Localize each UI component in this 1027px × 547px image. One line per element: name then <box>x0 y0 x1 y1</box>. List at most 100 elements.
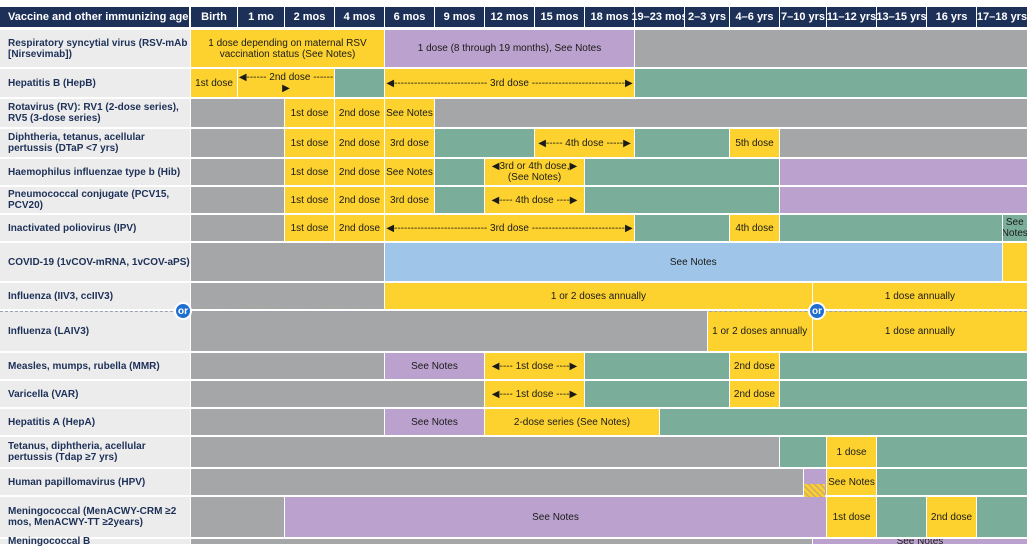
vaccine-name: Haemophilus influenzae type b (Hib) <box>0 159 190 185</box>
schedule-segment-green <box>435 129 534 157</box>
schedule-segment-green <box>585 353 729 379</box>
influenza-separator <box>0 311 1027 312</box>
vaccine-name: COVID-19 (1vCOV-mRNA, 1vCOV-aPS) <box>0 243 190 281</box>
schedule-segment-green <box>585 187 779 213</box>
schedule-segment-yellow: 1st dose <box>285 159 334 185</box>
vaccine-name: Diphtheria, tetanus, acellular pertussis… <box>0 129 190 157</box>
schedule-segment-green <box>635 69 1027 97</box>
header-age-16: 16 yrs <box>927 7 976 27</box>
schedule-segment-gray <box>435 99 1027 127</box>
schedule-segment-yellow: 1st dose <box>285 99 334 127</box>
schedule-segment-gray <box>191 469 803 495</box>
header-age-13: 7–10 yrs <box>780 7 826 27</box>
schedule-segment-purple <box>780 187 1027 213</box>
schedule-segment-yellow: ◀---- 1st dose ----▶ <box>485 381 584 407</box>
or-badge: or <box>808 302 826 320</box>
schedule-segment-yellow: 4th dose <box>730 215 779 241</box>
header-age-14: 11–12 yrs <box>827 7 876 27</box>
schedule-segment-gray <box>191 215 284 241</box>
schedule-segment-green <box>435 187 484 213</box>
schedule-segment-yellow: 2nd dose <box>335 215 384 241</box>
schedule-segment-gray <box>191 311 707 351</box>
schedule-segment-yellow: ◀---------------------------- 3rd dose -… <box>385 69 634 97</box>
schedule-segment-yellow: 3rd dose <box>385 129 434 157</box>
header-age-12: 4–6 yrs <box>730 7 779 27</box>
schedule-segment-green <box>977 497 1027 537</box>
schedule-segment-yellow: 1st dose <box>191 69 237 97</box>
schedule-segment-yellow: 1st dose <box>285 187 334 213</box>
schedule-segment-yellow: ◀3rd or 4th dose,▶ (See Notes) <box>485 159 584 185</box>
schedule-segment-yellow: 2nd dose <box>335 187 384 213</box>
schedule-segment-purple: See Notes <box>285 497 826 537</box>
schedule-segment-gray <box>191 539 812 544</box>
schedule-segment-yellow: See Notes <box>385 159 434 185</box>
schedule-segment-yellow <box>1003 243 1027 281</box>
schedule-segment-green: See Notes <box>1003 215 1027 241</box>
vaccine-name: Hepatitis A (HepA) <box>0 409 190 435</box>
schedule-segment-green <box>780 437 826 467</box>
header-age-7: 12 mos <box>485 7 534 27</box>
schedule-segment-yellow: 1 dose <box>827 437 876 467</box>
schedule-segment-yellow: 2nd dose <box>335 159 384 185</box>
header-age-8: 15 mos <box>535 7 584 27</box>
schedule-segment-blue: See Notes <box>385 243 1002 281</box>
schedule-segment-gray <box>191 129 284 157</box>
schedule-segment-green <box>877 437 1027 467</box>
schedule-segment-yellow: ◀---- 4th dose ----▶ <box>485 187 584 213</box>
vaccine-name: Hepatitis B (HepB) <box>0 69 190 97</box>
vaccine-name: Pneumococcal conjugate (PCV15, PCV20) <box>0 187 190 213</box>
schedule-segment-gray <box>191 243 384 281</box>
schedule-segment-green <box>877 497 926 537</box>
schedule-segment-gray <box>191 437 779 467</box>
header-age-2: 1 mo <box>238 7 284 27</box>
vaccine-name: Meningococcal B <box>0 539 190 544</box>
schedule-segment-gray <box>191 409 384 435</box>
schedule-segment-green <box>335 69 384 97</box>
hpv-checker-icon <box>804 484 825 497</box>
header-age-15: 13–15 yrs <box>877 7 926 27</box>
schedule-segment-gray <box>191 159 284 185</box>
schedule-segment-gray <box>635 30 1027 67</box>
schedule-segment-yellow: 1 dose depending on maternal RSV vaccina… <box>191 30 384 67</box>
schedule-segment-gray <box>191 99 284 127</box>
header-age-5: 6 mos <box>385 7 434 27</box>
schedule-segment-yellow: 1 or 2 doses annually <box>708 311 812 351</box>
schedule-segment-yellow: 2nd dose <box>335 99 384 127</box>
header-age-6: 9 mos <box>435 7 484 27</box>
schedule-segment-yellow: 2nd dose <box>730 353 779 379</box>
schedule-segment-gray <box>780 129 1027 157</box>
schedule-segment-green <box>780 353 1027 379</box>
schedule-segment-yellow: ◀----- 4th dose -----▶ <box>535 129 634 157</box>
schedule-segment-purple <box>780 159 1027 185</box>
schedule-segment-yellow: 2nd dose <box>927 497 976 537</box>
schedule-segment-green <box>780 215 1002 241</box>
schedule-segment-gray <box>191 283 384 309</box>
schedule-segment-green <box>660 409 1027 435</box>
vaccine-name: Varicella (VAR) <box>0 381 190 407</box>
schedule-segment-green <box>435 159 484 185</box>
header-age-9: 18 mos <box>585 7 634 27</box>
schedule-segment-green <box>635 129 729 157</box>
header-age-17: 17–18 yrs <box>977 7 1027 27</box>
schedule-segment-green <box>635 215 729 241</box>
schedule-segment-green <box>877 469 1027 495</box>
schedule-segment-purple: See Notes <box>813 539 1027 544</box>
schedule-segment-yellow: 1 dose annually <box>813 283 1027 309</box>
schedule-segment-yellow: 2nd dose <box>730 381 779 407</box>
schedule-segment-purple: See Notes <box>385 409 484 435</box>
schedule-segment-gray <box>191 381 484 407</box>
schedule-segment-yellow: 3rd dose <box>385 187 434 213</box>
schedule-segment-yellow: 2nd dose <box>335 129 384 157</box>
schedule-segment-yellow: ◀---------------------------- 3rd dose -… <box>385 215 634 241</box>
schedule-segment-green <box>585 381 729 407</box>
schedule-segment-green <box>780 381 1027 407</box>
schedule-segment-yellow: See Notes <box>827 469 876 495</box>
schedule-segment-yellow: 1 dose annually <box>813 311 1027 351</box>
vaccine-name: Respiratory syncytial virus (RSV-mAb [Ni… <box>0 30 190 67</box>
header-age-3: 2 mos <box>285 7 334 27</box>
schedule-segment-gray <box>191 353 384 379</box>
header-age-10: 19–23 mos <box>635 7 684 27</box>
schedule-segment-gray <box>191 187 284 213</box>
vaccine-name: Measles, mumps, rubella (MMR) <box>0 353 190 379</box>
header-age-4: 4 mos <box>335 7 384 27</box>
